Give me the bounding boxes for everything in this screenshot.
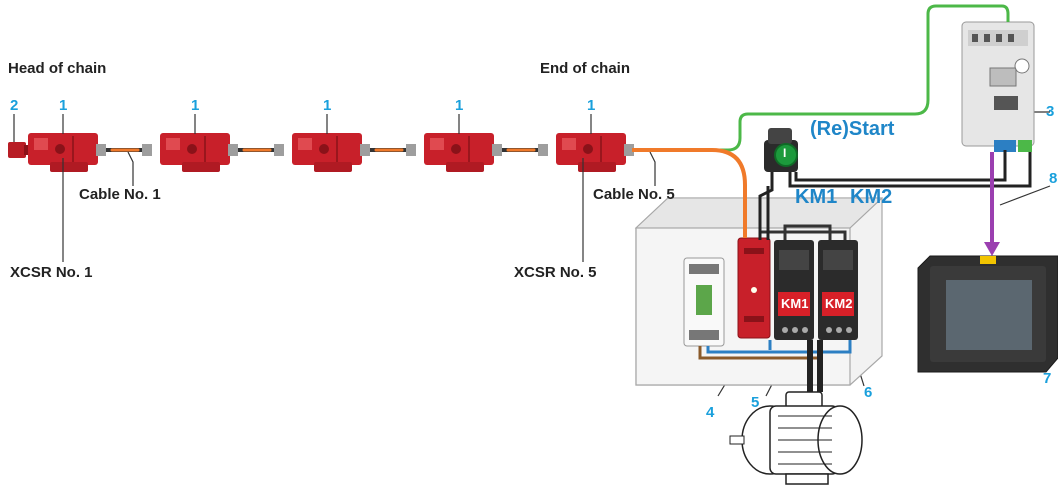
xcsr-sensor-5	[538, 133, 634, 172]
callout-contactor-km1: 5	[751, 394, 759, 411]
xcsr-sensor-1	[28, 133, 106, 172]
contactor-km1	[774, 240, 814, 340]
power-supply	[684, 258, 724, 346]
safety-module	[738, 238, 770, 338]
restart-button-glyph: I	[783, 146, 786, 160]
callout-sensor-3: 1	[323, 97, 331, 114]
xcsr-last-label: XCSR No. 5	[514, 264, 597, 281]
plc-module	[962, 22, 1034, 152]
callout-comm-cable: 8	[1049, 170, 1057, 187]
km2-tag: KM2	[825, 296, 852, 311]
callout-sensor-2: 1	[191, 97, 199, 114]
callout-contactor-km2: 6	[864, 384, 872, 401]
restart-label: (Re)Start	[810, 118, 894, 141]
contactor-km2	[818, 240, 858, 340]
end-of-chain-label: End of chain	[540, 60, 630, 77]
km2-title: KM2	[850, 186, 892, 209]
callout-plc: 3	[1046, 103, 1054, 120]
hmi-terminal	[918, 256, 1058, 372]
xcsr-sensor-4	[406, 133, 502, 172]
callout-terminator: 2	[10, 97, 18, 114]
cable-first-label: Cable No. 1	[79, 186, 161, 203]
callout-hmi: 7	[1043, 370, 1051, 387]
restart-pushbutton	[764, 128, 798, 172]
km1-tag: KM1	[781, 296, 808, 311]
xcsr-sensor-3	[274, 133, 370, 172]
callout-sensor-5: 1	[587, 97, 595, 114]
cable-last-label: Cable No. 5	[593, 186, 675, 203]
km1-title: KM1	[795, 186, 837, 209]
head-of-chain-label: Head of chain	[8, 60, 106, 77]
xcsr-sensor-2	[142, 133, 238, 172]
terminator-plug	[8, 142, 30, 158]
xcsr-first-label: XCSR No. 1	[10, 264, 93, 281]
callout-sensor-4: 1	[455, 97, 463, 114]
callout-safety-module: 4	[706, 404, 714, 421]
sensor-chain	[8, 133, 634, 172]
callout-sensor-1: 1	[59, 97, 67, 114]
